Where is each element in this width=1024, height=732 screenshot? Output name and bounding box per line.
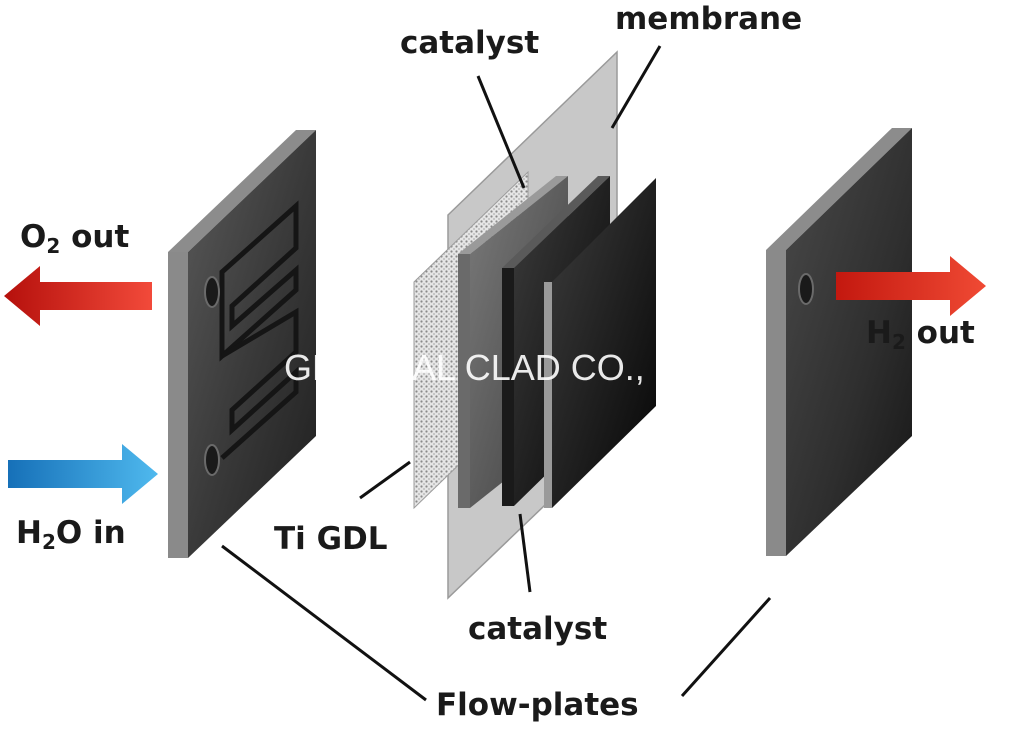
watermark: GENERAL CLAD CO., bbox=[284, 347, 645, 388]
leader-flow-plates-left bbox=[221, 544, 427, 702]
front-gdl-side bbox=[544, 282, 552, 508]
leader-catalyst-top bbox=[476, 75, 526, 189]
leader-ti-gdl bbox=[359, 460, 411, 500]
label-h2o-in: H2O in bbox=[16, 515, 126, 554]
left-plate-top-edge bbox=[168, 130, 316, 252]
leader-membrane bbox=[610, 45, 662, 129]
catalyst-cathode-side bbox=[502, 268, 514, 506]
left-plate-face bbox=[188, 130, 316, 558]
left-plate-port-top bbox=[204, 276, 220, 308]
catalyst-anode-side bbox=[458, 254, 470, 508]
right-plate-side-edge bbox=[766, 250, 786, 556]
h2-rest: out bbox=[905, 315, 975, 351]
left-plate-flow-channel-upper bbox=[219, 200, 299, 362]
catalyst-cathode-edge bbox=[502, 176, 610, 268]
label-h2-out: H2 out bbox=[866, 315, 975, 354]
h2o-sub: 2 bbox=[41, 530, 56, 554]
front-gdl-face bbox=[552, 178, 656, 508]
leader-catalyst-bottom bbox=[518, 513, 532, 593]
label-flow-plates: Flow-plates bbox=[436, 687, 639, 723]
right-plate-top-edge bbox=[766, 128, 912, 250]
left-plate-side-edge bbox=[168, 252, 188, 558]
h2o-in-arrow bbox=[8, 444, 158, 504]
h2o-main: H bbox=[16, 515, 42, 551]
left-flow-plate bbox=[168, 130, 316, 558]
label-catalyst-top: catalyst bbox=[400, 25, 540, 61]
h2-sub: 2 bbox=[891, 330, 906, 354]
right-flow-plate bbox=[766, 128, 912, 556]
o2-sub: 2 bbox=[46, 234, 61, 258]
h2-main: H bbox=[866, 315, 892, 351]
label-membrane: membrane bbox=[615, 1, 803, 37]
o2-out-arrow bbox=[4, 266, 152, 326]
catalyst-anode-edge bbox=[458, 176, 568, 254]
left-plate-port-bottom bbox=[204, 444, 220, 476]
right-plate-face bbox=[786, 128, 912, 556]
label-ti-gdl: Ti GDL bbox=[274, 521, 388, 557]
h2o-rest: O in bbox=[55, 515, 126, 551]
h2-out-arrow bbox=[836, 256, 986, 316]
label-o2-out: O2 out bbox=[20, 219, 130, 258]
leader-flow-plates-right bbox=[680, 596, 772, 698]
o2-main: O bbox=[20, 219, 47, 255]
label-catalyst-bottom: catalyst bbox=[468, 611, 608, 647]
left-plate-flow-channel-lower bbox=[220, 307, 299, 460]
front-gdl-layer bbox=[544, 178, 656, 508]
right-plate-port bbox=[798, 273, 814, 305]
o2-rest: out bbox=[60, 219, 130, 255]
